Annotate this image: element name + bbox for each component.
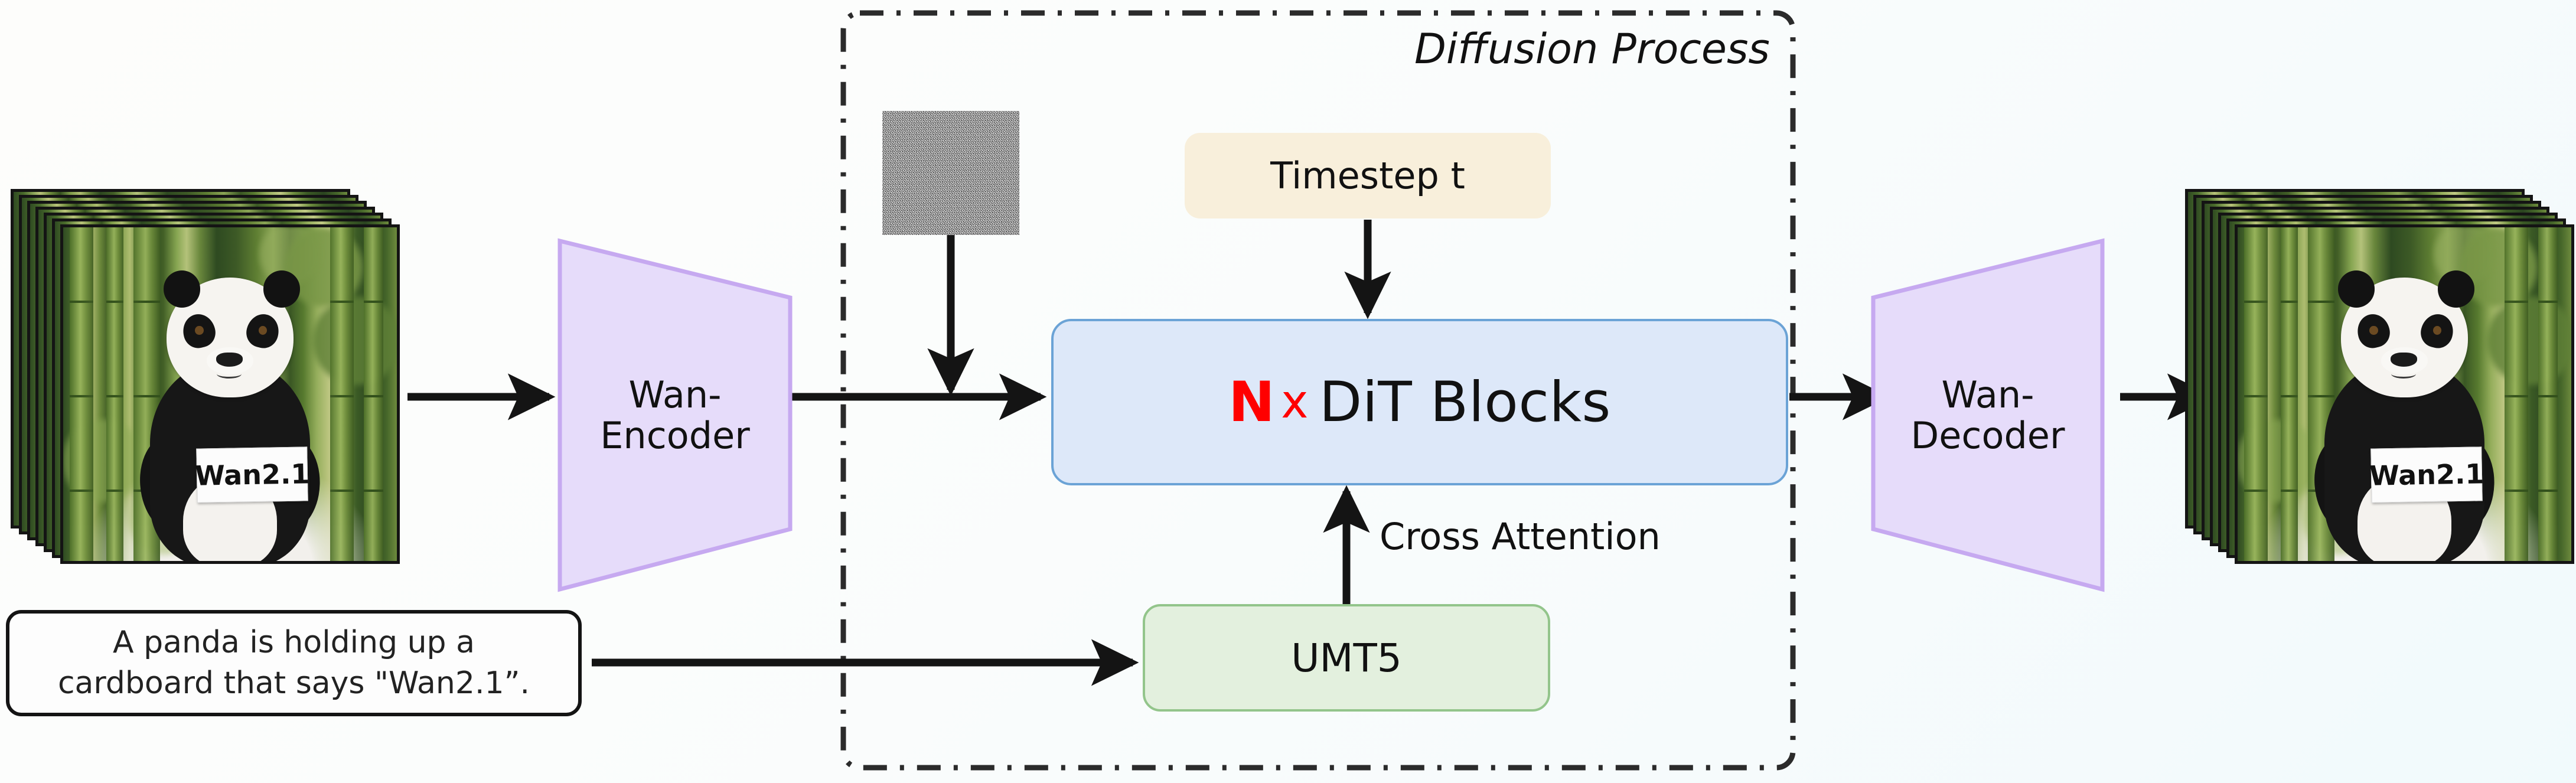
- umt5-text-encoder-node[interactable]: UMT5: [1143, 604, 1550, 712]
- timestep-label: Timestep t: [1270, 154, 1465, 197]
- umt5-label: UMT5: [1291, 635, 1402, 681]
- wan-encoder-shape[interactable]: [557, 238, 793, 592]
- timestep-node[interactable]: Timestep t: [1185, 133, 1551, 218]
- panda-sign: Wan2.1: [2369, 446, 2484, 503]
- output-video-frames[interactable]: Wan2.1: [2185, 189, 2575, 564]
- panda-sign-text: Wan2.1: [194, 458, 310, 492]
- diffusion-process-group: [840, 10, 1796, 771]
- wan-decoder-label: Wan- Decoder: [1873, 241, 2102, 589]
- dit-blocks-label: DiT Blocks: [1319, 370, 1611, 435]
- wan-encoder[interactable]: Wan- Encoder: [560, 241, 790, 589]
- panda-sign-text: Wan2.1: [2369, 458, 2484, 492]
- input-video-frames[interactable]: Wan2.1: [11, 189, 418, 564]
- wan-decoder[interactable]: Wan- Decoder: [1873, 241, 2102, 589]
- prompt-line-2: cardboard that says "Wan2.1”.: [57, 665, 530, 701]
- wan-encoder-label-line2: Encoder: [600, 414, 750, 457]
- wan-decoder-shape[interactable]: [1871, 238, 2105, 592]
- video-frame-front: Wan2.1: [2235, 224, 2574, 564]
- panda-sign: Wan2.1: [194, 446, 310, 503]
- cross-attention-label: Cross Attention: [1380, 515, 1661, 558]
- diffusion-process-label: Diffusion Process: [1414, 25, 1770, 73]
- text-prompt-box[interactable]: A panda is holding up a cardboard that s…: [6, 610, 582, 716]
- prompt-line-1: A panda is holding up a: [113, 625, 475, 661]
- wan-decoder-label-line1: Wan-: [1941, 373, 2034, 416]
- wan-encoder-label: Wan- Encoder: [560, 241, 790, 589]
- gaussian-noise-latent-icon: [882, 111, 1019, 235]
- wan-encoder-label-line1: Wan-: [628, 373, 722, 416]
- dit-block-count: N: [1228, 370, 1276, 435]
- video-frame-front: Wan2.1: [60, 224, 400, 564]
- dit-multiply-sign: x: [1281, 376, 1309, 429]
- wan-decoder-label-line2: Decoder: [1910, 414, 2065, 457]
